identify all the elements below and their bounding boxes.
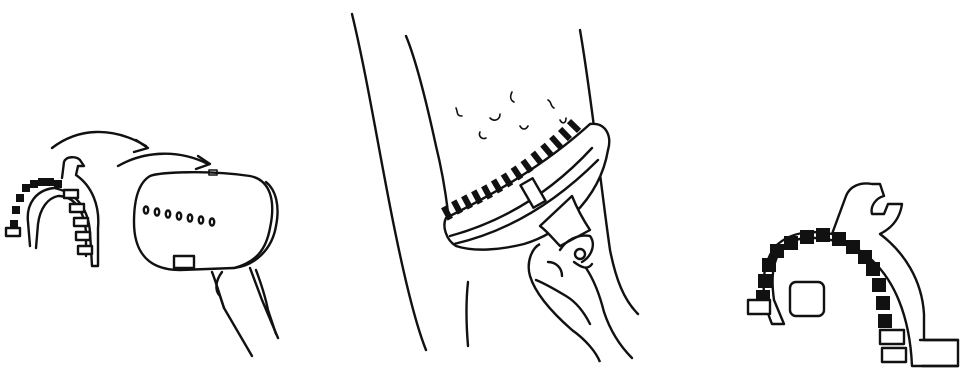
panel-brush-detail bbox=[748, 184, 958, 367]
panel-attach-brush bbox=[6, 132, 278, 356]
steam-brush-head bbox=[441, 119, 609, 250]
brush-attachment-small bbox=[6, 157, 98, 266]
steamer-head bbox=[134, 170, 278, 356]
hand-icon bbox=[529, 236, 632, 362]
panel-steam-fabric bbox=[352, 14, 638, 362]
bristle-row-small bbox=[10, 178, 62, 228]
attach-arrow-icon bbox=[52, 132, 210, 169]
steam-puffs-icon bbox=[456, 92, 566, 139]
